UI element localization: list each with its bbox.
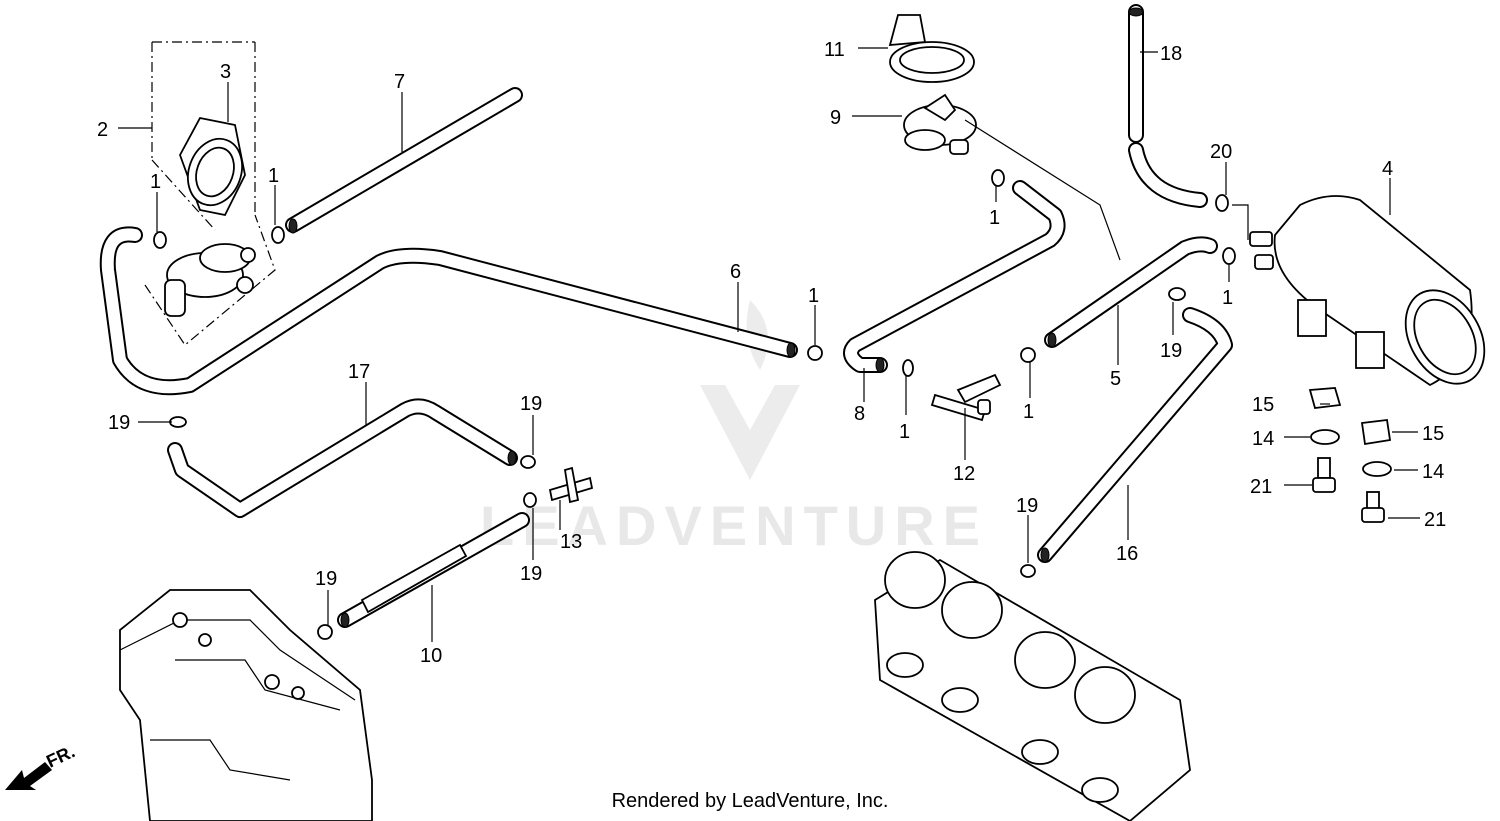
watermark-text: LEADVENTURE xyxy=(480,494,988,557)
part-11-cap xyxy=(888,14,975,83)
callout-1: 1 xyxy=(1023,401,1034,423)
hose-16 xyxy=(1037,307,1233,563)
callout-16: 16 xyxy=(1116,543,1138,565)
callout-19: 19 xyxy=(315,568,337,590)
callouts: 2 3 7 1 1 6 1 11 9 18 20 4 1 1 19 5 8 1 … xyxy=(97,39,1446,667)
callout-1: 1 xyxy=(808,285,819,307)
hose-20 xyxy=(1128,142,1208,208)
hardware-stack xyxy=(1308,387,1392,523)
hose-18 xyxy=(1128,4,1144,143)
callout-17: 17 xyxy=(348,361,370,383)
callout-1: 1 xyxy=(1222,287,1233,309)
engine-block xyxy=(119,589,373,821)
clamps xyxy=(153,169,1236,640)
callout-9: 9 xyxy=(830,107,841,129)
callout-15: 15 xyxy=(1422,423,1444,445)
carburetor-bank xyxy=(874,551,1191,821)
callout-8: 8 xyxy=(854,403,865,425)
callout-6: 6 xyxy=(730,261,741,283)
part-9-valve xyxy=(903,93,977,155)
callout-1: 1 xyxy=(150,171,161,193)
callout-19: 19 xyxy=(1160,340,1182,362)
hose-17 xyxy=(167,398,518,518)
callout-15: 15 xyxy=(1252,394,1274,416)
bracket-2 xyxy=(144,41,276,346)
callout-20: 20 xyxy=(1210,141,1232,163)
callout-21: 21 xyxy=(1424,509,1446,531)
part-12-t-joint xyxy=(930,373,1002,422)
callout-14: 14 xyxy=(1422,461,1444,483)
callout-19: 19 xyxy=(1016,495,1038,517)
callout-3: 3 xyxy=(220,61,231,83)
callout-11: 11 xyxy=(824,39,845,61)
part-3-cap xyxy=(179,116,246,217)
leader-lines xyxy=(118,47,1420,642)
front-direction-arrow: FR. xyxy=(5,741,78,790)
line-9 xyxy=(964,119,1121,261)
callout-19: 19 xyxy=(108,412,130,434)
callout-4: 4 xyxy=(1382,158,1393,180)
hose-7 xyxy=(285,87,523,234)
part-4-canister xyxy=(1249,195,1486,387)
callout-18: 18 xyxy=(1160,43,1182,65)
hose-6 xyxy=(99,226,798,396)
hose-5 xyxy=(1044,236,1218,348)
hose-10 xyxy=(337,512,530,628)
line-20 xyxy=(1232,204,1249,240)
callout-14: 14 xyxy=(1252,428,1274,450)
callout-1: 1 xyxy=(268,165,279,187)
callout-19: 19 xyxy=(520,393,542,415)
part-13-t-joint xyxy=(548,466,594,504)
callout-2: 2 xyxy=(97,119,108,141)
callout-5: 5 xyxy=(1110,368,1121,390)
callout-10: 10 xyxy=(420,645,442,667)
hose-8 xyxy=(843,180,1066,373)
footer-credit: Rendered by LeadVenture, Inc. xyxy=(611,790,889,812)
part-2-valve xyxy=(164,243,256,317)
callout-1: 1 xyxy=(989,207,1000,229)
callout-21: 21 xyxy=(1250,476,1272,498)
callout-12: 12 xyxy=(953,463,975,485)
callout-1: 1 xyxy=(899,421,910,443)
callout-13: 13 xyxy=(560,531,582,553)
callout-7: 7 xyxy=(394,71,405,93)
callout-19: 19 xyxy=(520,563,542,585)
